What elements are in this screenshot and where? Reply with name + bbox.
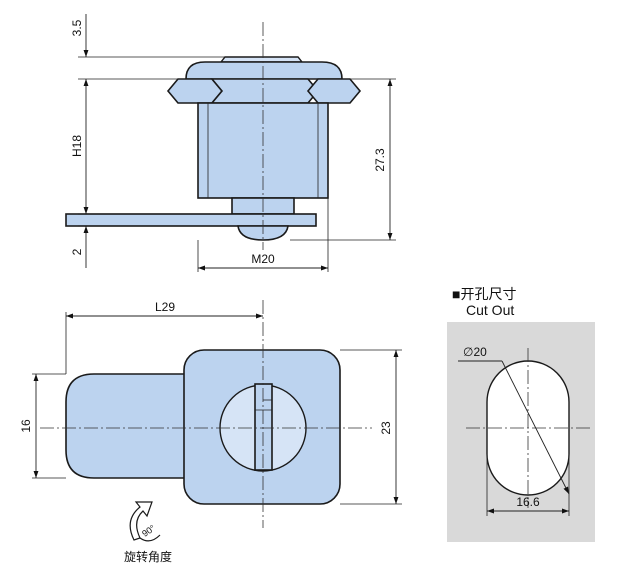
lock-head-flange — [185, 61, 343, 80]
hex-nut — [166, 78, 362, 104]
rotation-caption: 旋转角度 — [124, 549, 172, 564]
dim-length: L29 — [155, 300, 175, 314]
side-view: 3.5 H18 2 27.3 M20 — [65, 14, 396, 272]
cam-tongue — [65, 373, 191, 479]
dim-plate: 2 — [70, 248, 84, 255]
cutout-title-cn: ■开孔尺寸 — [452, 286, 516, 302]
cutout-title-en: Cut Out — [466, 302, 514, 318]
dim-diameter: ∅20 — [463, 345, 487, 359]
dim-head: 23 — [379, 421, 393, 435]
dim-overall: 27.3 — [373, 148, 387, 172]
dim-cam-width: 16 — [19, 419, 33, 433]
front-view: L29 16 23 90° 旋转角度 — [19, 300, 402, 564]
dim-top-gap: 3.5 — [70, 19, 84, 36]
dim-flat: 16.6 — [516, 495, 540, 509]
curved-arrow-icon — [129, 501, 153, 541]
rotation-angle: 90° — [140, 523, 157, 539]
key-slot — [254, 383, 273, 471]
cutout-section: ■开孔尺寸 Cut Out ∅20 16.6 — [447, 286, 595, 542]
dim-thread: M20 — [251, 252, 275, 266]
rotation-indicator: 90° 旋转角度 — [124, 501, 172, 564]
dim-height: H18 — [70, 135, 84, 157]
cam-plate — [65, 213, 317, 227]
